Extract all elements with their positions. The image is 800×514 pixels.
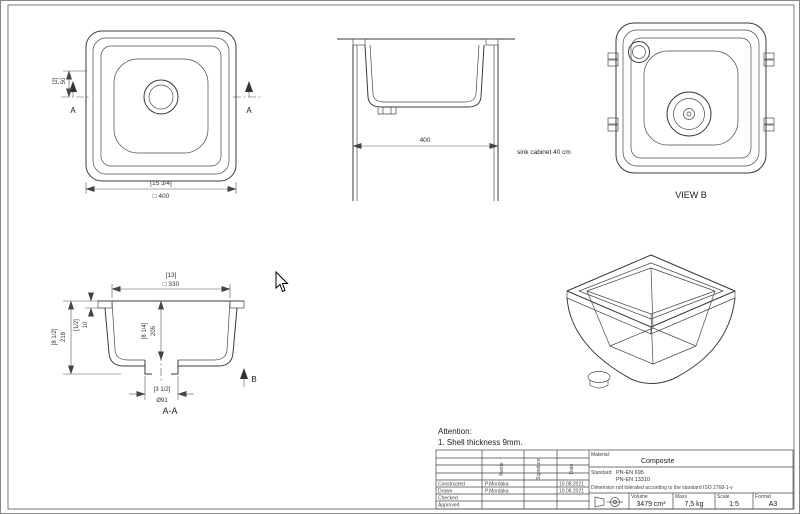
- row-name: P.Mordaka: [485, 489, 509, 495]
- dim-depth-value: 205: [151, 325, 157, 336]
- attention-item: 1. Shell thickness 9mm.: [438, 438, 522, 447]
- section-label-a-left: A: [70, 106, 76, 115]
- dim-rim-value: 10: [83, 321, 89, 328]
- material-value: Composite: [641, 458, 675, 465]
- dim-height-bracket: [8 1/2]: [52, 328, 58, 345]
- tolerance-note: Dimension not tolerated according to the…: [591, 485, 733, 491]
- row-role: Approved: [438, 503, 460, 509]
- dim-drain-bracket: [3 1/2]: [154, 387, 171, 393]
- format-value: A3: [769, 501, 778, 508]
- viewb-drain-mid: [673, 98, 705, 130]
- plan-drain-outer: [143, 79, 179, 115]
- isometric-view: [566, 254, 736, 389]
- mass-label: Mass: [675, 494, 687, 500]
- section-aa-view: [13] □ 330 [8 1/2] 218 [1/2] 10 [8 1/4] …: [52, 272, 257, 416]
- standard-2: PN-EN 13310: [616, 477, 650, 483]
- iso-inner-edge-left: [586, 290, 611, 347]
- iso-inner-edge-back: [650, 267, 654, 329]
- aa-drain-flange: [144, 360, 179, 375]
- title-block-grid: [436, 450, 590, 509]
- iso-inner-edge-right: [695, 290, 716, 347]
- aa-flange-left: [97, 300, 113, 309]
- format-label: Format: [755, 494, 771, 500]
- dim-height-value: 218: [61, 331, 67, 342]
- iso-drain-boss-top: [587, 371, 611, 383]
- plan-drain-inner: [148, 84, 174, 110]
- bowl-inner-profile: [369, 44, 480, 103]
- volume-value: 3479 cm³: [636, 501, 666, 508]
- bottom-row-grid: [628, 493, 754, 509]
- aa-flange-right: [229, 300, 245, 309]
- dim-drain-value: Ø91: [156, 398, 168, 404]
- dim-offset-value: 50: [61, 77, 67, 84]
- col-header-date: Date: [569, 464, 575, 475]
- row-date: 10.08.2021: [559, 482, 584, 488]
- viewb-drain-outer: [666, 91, 712, 137]
- row-date: 10.08.2021: [559, 489, 584, 495]
- dim-depth-bracket: [8 1/4]: [142, 322, 148, 339]
- dim-cabinet-value: 400: [420, 137, 431, 144]
- aa-inner-wall: [111, 300, 231, 361]
- dim-rim-bracket: [1/2]: [74, 319, 80, 331]
- projection-symbol: [594, 496, 623, 508]
- plan-rim-step: [92, 37, 230, 175]
- scale-label: Scale: [717, 494, 730, 500]
- attention-title: Attention:: [438, 427, 472, 436]
- title-block-frame: [435, 449, 794, 510]
- viewb-bowl-top: [630, 37, 752, 159]
- flange-hatch-right: [485, 38, 499, 46]
- viewb-step: [622, 29, 760, 167]
- standard-1: PN-EN 695: [616, 470, 644, 476]
- dim-top-bracket: [13]: [166, 272, 177, 279]
- iso-inner-edge-front: [650, 313, 654, 365]
- aa-outer-wall: [104, 307, 238, 367]
- dim-offset-bracket: [2]: [53, 77, 59, 84]
- material-label: Material:: [591, 452, 610, 458]
- view-b-label: VIEW B: [675, 190, 707, 200]
- viewb-bowl-bottom: [643, 50, 739, 146]
- front-section-view: 400 sink cabinet 40 cm: [337, 38, 571, 201]
- viewb-outer: [615, 22, 767, 174]
- viewb-overflow-outer: [628, 41, 650, 63]
- scale-value: 1:5: [729, 501, 739, 508]
- cabinet-note: sink cabinet 40 cm: [517, 149, 571, 156]
- row-role: Constructed: [438, 482, 465, 488]
- title-block: Name Signature Date Constructed P.Mordak…: [435, 449, 794, 510]
- mass-value: 7,5 kg: [684, 501, 703, 508]
- attention-note: Attention: 1. Shell thickness 9mm.: [438, 427, 522, 447]
- iso-drain-boss-side: [589, 380, 609, 389]
- viewb-drain-dot: [686, 111, 692, 117]
- volume-label: Volume: [631, 494, 648, 500]
- drain-boss: [377, 107, 397, 115]
- direction-label-b: B: [251, 375, 256, 384]
- viewb-drain-center: [683, 108, 695, 120]
- iso-body-silhouette: [566, 297, 736, 384]
- col-header-signature: Signature: [536, 458, 542, 480]
- bowl-outer-profile: [364, 44, 485, 108]
- plan-bowl-bottom: [113, 58, 209, 154]
- approval-rows: Constructed P.Mordaka 10.08.2021 Drawn P…: [438, 482, 584, 509]
- view-b: VIEW B: [607, 22, 775, 200]
- plan-bowl-top: [100, 45, 222, 167]
- section-label-a-right: A: [246, 106, 252, 115]
- plan-outer-rim: [85, 30, 237, 182]
- row-role: Checked: [438, 496, 458, 502]
- plan-view: A A [2] 50 [15 3/4] □ 400: [53, 30, 261, 200]
- standard-label: Standard:: [591, 470, 613, 476]
- flange-hatch-left: [352, 38, 366, 46]
- viewb-overflow-inner: [632, 45, 646, 59]
- dim-width-value: □ 400: [153, 193, 170, 200]
- row-name: P.Mordaka: [485, 482, 509, 488]
- dim-top-value: □ 330: [163, 281, 180, 288]
- section-aa-label: A-A: [162, 406, 177, 416]
- dim-width-bracket: [15 3/4]: [150, 180, 172, 187]
- viewb-clips: [607, 52, 775, 132]
- row-role: Drawn: [438, 489, 453, 495]
- sheet-border: [7, 4, 795, 510]
- col-header-name: Name: [499, 462, 505, 476]
- iso-rim-thickness: [566, 291, 736, 335]
- mouse-cursor: [275, 270, 289, 293]
